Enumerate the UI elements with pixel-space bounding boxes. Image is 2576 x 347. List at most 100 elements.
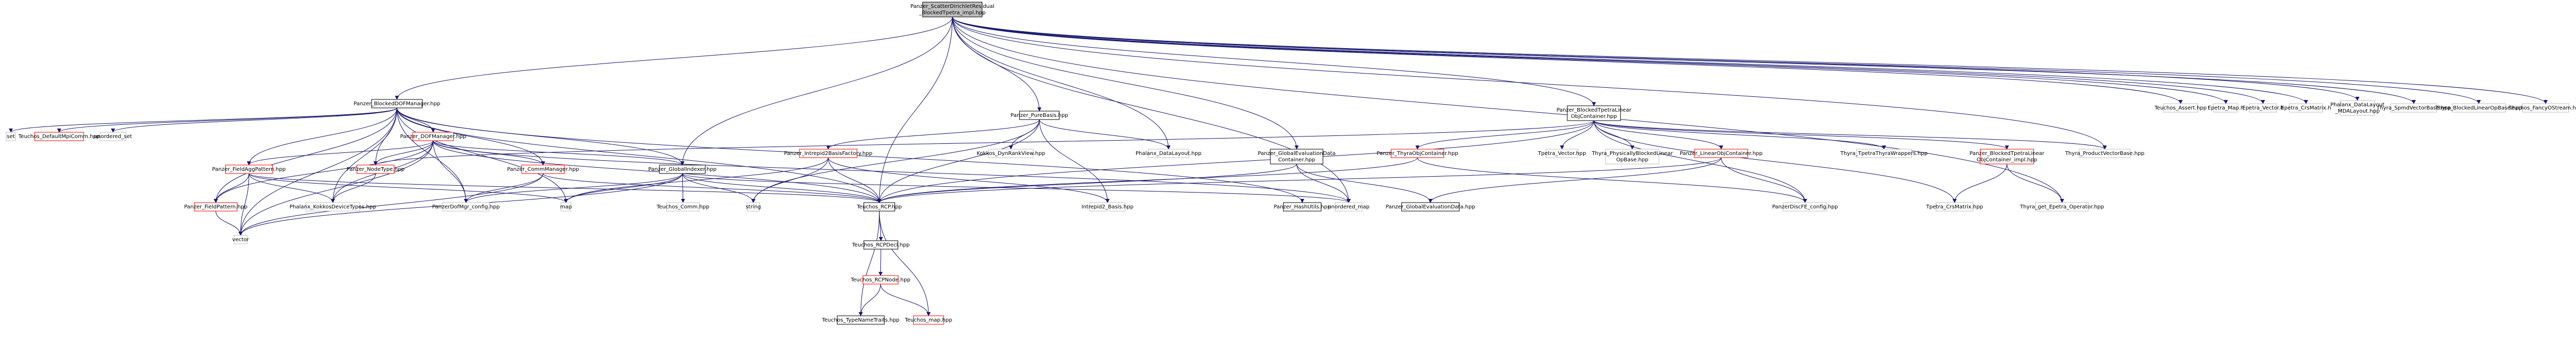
node-label: unordered_map xyxy=(1328,204,1370,210)
edge-blockedtpetraimpl-to-thyragetepetra xyxy=(2006,163,2064,203)
edge-root-to-thyraspmd xyxy=(952,16,2416,104)
node-intrepidbasis: Intrepid2_Basis.hpp xyxy=(1082,202,1134,212)
edge-commmgr-to-vector xyxy=(238,173,544,236)
node-label: PanzerDiscFE_config.hpp xyxy=(1772,204,1838,210)
node-rcp[interactable]: Teuchos_RCP.hpp xyxy=(856,202,902,212)
edge-fieldagg-to-kokkosdev xyxy=(248,173,335,203)
node-label: Panzer_NodeType.hpp xyxy=(347,167,405,172)
node-label: Teuchos_RCPDecl.hpp xyxy=(852,242,910,248)
edge-purebasis-to-intrepidfactory xyxy=(826,119,1040,150)
edge-blockeddof-to-kokkosdev xyxy=(330,107,397,203)
edge-root-to-globalevalcont xyxy=(952,16,1299,150)
node-blockeddof[interactable]: Panzer_BlockedDOFManager.hpp xyxy=(354,99,440,108)
node-linearobj: Panzer_LinearObjContainer.hpp xyxy=(1680,149,1763,158)
node-rcpdecl[interactable]: Teuchos_RCPDecl.hpp xyxy=(852,240,910,250)
node-dotmgconfig: PanzerDofMgr_config.hpp xyxy=(432,202,500,212)
edge-blockeddof-to-defaultmpi xyxy=(57,107,397,133)
node-label: Phalanx_KokkosDeviceTypes.hpp xyxy=(290,204,376,210)
edge-globalevalcont-to-globalevaldata xyxy=(1296,163,1433,203)
node-label: ObjContainer_impl.hpp xyxy=(1977,157,2038,163)
node-label: Thyra_PhysicallyBlockedLinear xyxy=(1591,151,1673,157)
node-commmgr: Panzer_CommManager.hpp xyxy=(507,165,579,174)
node-label: Intrepid2_Basis.hpp xyxy=(1082,204,1134,210)
edge-fieldagg-to-fieldpattern xyxy=(213,173,249,203)
node-epetracrs: Epetra_CrsMatrix.h xyxy=(2281,103,2331,113)
edge-fieldpattern-to-vector xyxy=(215,211,243,236)
node-blockedtpetra[interactable]: Panzer_BlockedTpetraLinearObjContainer.h… xyxy=(1557,105,1632,121)
node-globalevaldata[interactable]: Panzer_GlobalEvaluationData.hpp xyxy=(1385,202,1475,212)
node-label: Panzer_GlobalIndexer.hpp xyxy=(648,167,717,172)
edge-root-to-epetracrs xyxy=(952,16,2308,104)
node-label: Panzer_BlockedTpetraLinear xyxy=(1557,107,1632,113)
node-set: set xyxy=(6,132,16,141)
edge-root-to-thyragetepetra xyxy=(952,16,2064,203)
node-label: Kokkos_DynRankView.hpp xyxy=(977,151,1045,157)
edge-root-to-blockedtpetra xyxy=(952,16,1596,106)
node-box xyxy=(1936,202,1974,212)
node-label: Panzer_GlobalEvaluationData.hpp xyxy=(1385,204,1475,210)
node-box xyxy=(225,165,273,174)
node-label: Tpetra_Vector.hpp xyxy=(1538,151,1586,157)
node-label: Thyra_get_Epetra_Operator.hpp xyxy=(2020,204,2104,210)
edge-linearobj-to-rcp xyxy=(877,157,1722,203)
node-label: _BlockedTpetra_impl.hpp xyxy=(918,10,985,16)
node-thyraobj: Panzer_ThyraObjContainer.hpp xyxy=(1377,149,1458,158)
node-box xyxy=(1148,149,1189,158)
node-purebasis[interactable]: Panzer_PureBasis.hpp xyxy=(1010,111,1068,120)
edge-root-to-globalindexer xyxy=(680,16,953,166)
node-label: Panzer_ThyraObjContainer.hpp xyxy=(1377,151,1458,157)
node-typenametraits[interactable]: Teuchos_TypeNameTraits.hpp xyxy=(822,315,900,325)
edge-blockedtpetra-to-discfeconfig xyxy=(1593,120,1807,203)
node-blockedtpetraimpl: Panzer_BlockedTpetraLinearObjContainer_i… xyxy=(1969,149,2045,165)
node-label: vector xyxy=(232,237,249,243)
node-box xyxy=(2289,103,2323,113)
node-phalanxlayout: Phalanx_DataLayout.hpp xyxy=(1136,149,1202,158)
node-hashutils[interactable]: Panzer_HashUtils.hpp xyxy=(1273,202,1331,212)
edge-globalevalcont-to-unordmap xyxy=(1296,163,1351,203)
edge-blockeddof-to-set xyxy=(8,107,397,133)
node-box xyxy=(2391,103,2437,113)
edge-root-to-phalanxlayout xyxy=(952,16,1171,150)
node-label: Teuchos_DefaultMpiComm.hpp xyxy=(18,134,100,140)
node-label: Phalanx_DataLayout.hpp xyxy=(1136,151,1202,157)
node-box xyxy=(1090,202,1126,212)
node-label: Panzer_DOFManager.hpp xyxy=(400,134,466,140)
edge-root-to-blockeddof xyxy=(395,16,953,100)
node-label: Thyra_TpetraThyraWrappers.hpp xyxy=(1840,151,1928,157)
node-box xyxy=(1270,149,1324,165)
node-label: Teuchos_Comm.hpp xyxy=(656,204,710,210)
edge-blockedtpetra-to-thyraproduct xyxy=(1593,120,2107,150)
node-box xyxy=(1546,149,1579,158)
node-box xyxy=(305,202,360,212)
node-unordset: unordered_set xyxy=(94,132,132,141)
node-box xyxy=(659,165,706,174)
node-label: Teuchos_map.hpp xyxy=(904,317,952,323)
node-kokkosdev: Phalanx_KokkosDeviceTypes.hpp xyxy=(290,202,376,212)
node-box xyxy=(1401,202,1460,212)
edge-intrepidfactory-to-intrepidbasis xyxy=(827,157,1110,203)
node-thyraproduct: Thyra_ProductVectorBase.hpp xyxy=(2064,149,2144,158)
node-box xyxy=(442,202,490,212)
node-box xyxy=(799,149,858,158)
edge-blockeddof-to-unordset xyxy=(111,107,397,133)
node-box xyxy=(234,235,248,244)
edge-purebasis-to-rcp xyxy=(877,119,1040,203)
node-label: Panzer_LinearObjContainer.hpp xyxy=(1680,151,1763,157)
node-label: Panzer_PureBasis.hpp xyxy=(1010,113,1068,118)
edge-dofmgr-to-rcp xyxy=(433,140,881,203)
node-label: Panzer_BlockedDOFManager.hpp xyxy=(354,101,440,107)
node-box xyxy=(863,240,898,250)
node-box xyxy=(1783,202,1827,212)
node-label: Tpetra_CrsMatrix.hpp xyxy=(1926,204,1983,210)
edge-globalevalcont-to-rcp xyxy=(877,163,1297,203)
node-label: Teuchos_Assert.hpp xyxy=(2154,105,2207,111)
node-box xyxy=(6,132,16,141)
edge-intrepidfactory-to-rcp xyxy=(827,157,882,203)
edge-dofmgr-to-nodetype xyxy=(373,140,434,166)
node-globalindexer[interactable]: Panzer_GlobalIndexer.hpp xyxy=(648,165,717,174)
edge-blockeddof-to-dotmgconfig xyxy=(396,107,468,203)
node-box xyxy=(561,202,571,212)
